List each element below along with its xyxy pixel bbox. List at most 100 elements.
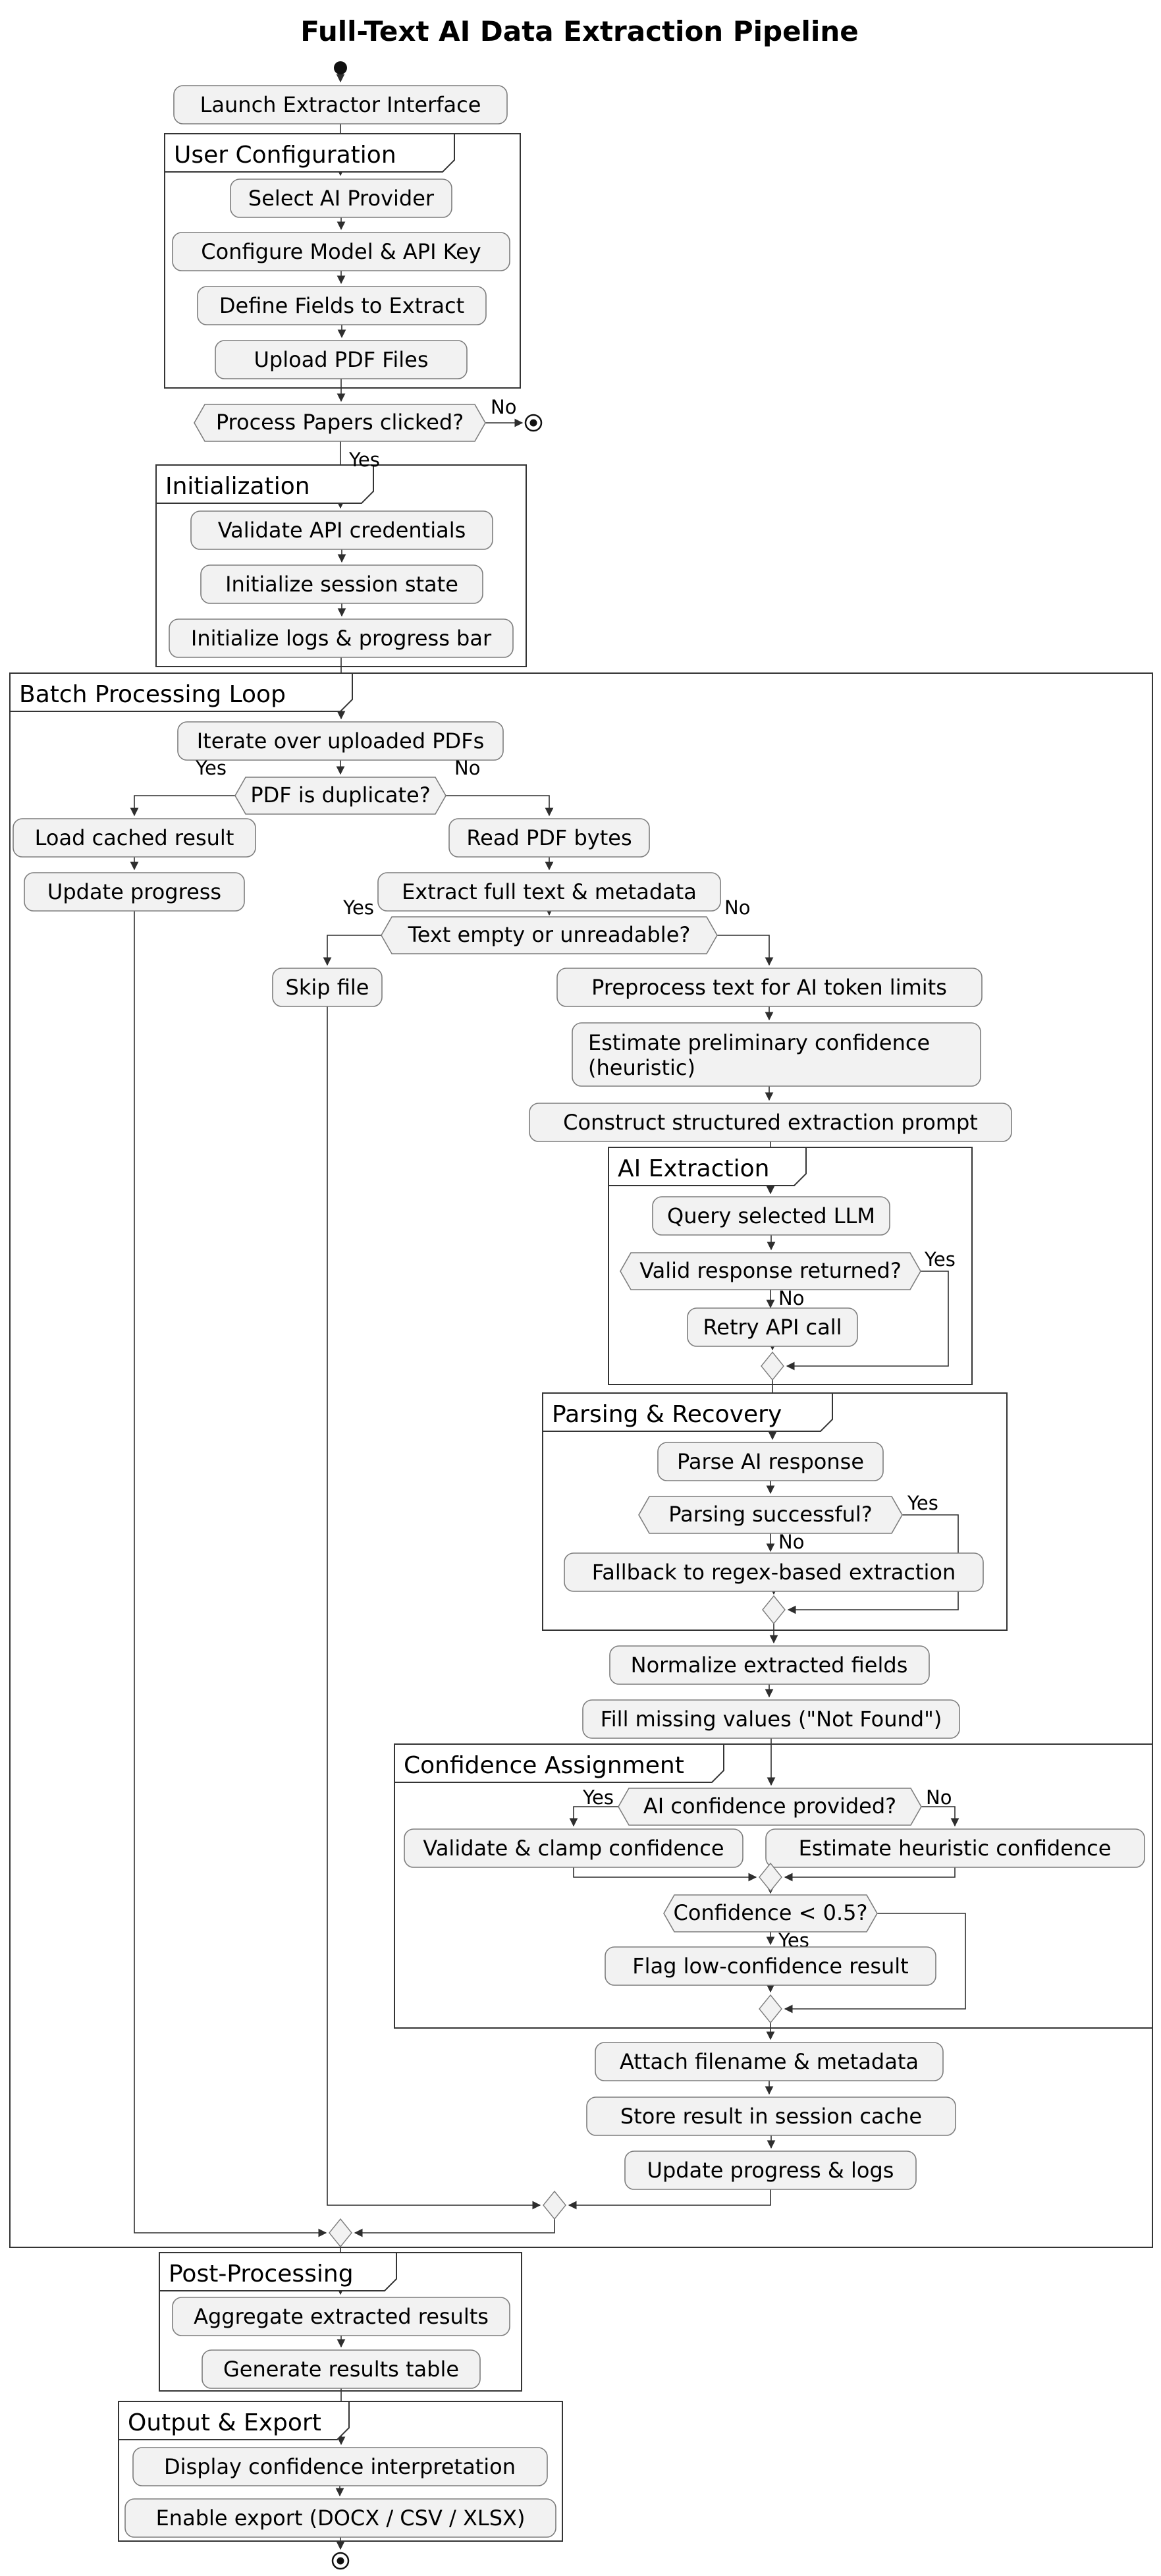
svg-text:Output & Export: Output & Export	[128, 2409, 321, 2436]
svg-text:Valid response returned?: Valid response returned?	[639, 1258, 902, 1283]
node-launch-extractor: Launch Extractor Interface	[173, 85, 508, 124]
node-update-progress: Update progress	[24, 872, 245, 912]
svg-text:Confidence < 0.5?: Confidence < 0.5?	[674, 1900, 868, 1925]
svg-text:Process Papers clicked?: Process Papers clicked?	[216, 410, 464, 435]
partition-parsing-recovery: Parsing & Recovery	[542, 1392, 1008, 1631]
node-read-pdf-bytes: Read PDF bytes	[448, 818, 650, 858]
end-node-final	[331, 2552, 350, 2570]
svg-text:Retry API call: Retry API call	[703, 1315, 842, 1340]
svg-text:Construct structured extractio: Construct structured extraction prompt	[563, 1110, 978, 1135]
svg-text:Fallback to regex-based extrac: Fallback to regex-based extraction	[592, 1560, 956, 1585]
svg-text:Update progress & logs: Update progress & logs	[647, 2158, 894, 2183]
start-node	[334, 61, 347, 74]
edge-label-yes-process: Yes	[348, 449, 380, 471]
decision-pdf-is-duplicate: PDF is duplicate?	[234, 777, 446, 815]
decision-process-papers-clicked: Process Papers clicked?	[194, 404, 486, 442]
svg-text:Validate API credentials: Validate API credentials	[218, 518, 466, 543]
svg-text:Normalize extracted fields: Normalize extracted fields	[631, 1653, 908, 1678]
edge-label-no-process: No	[491, 396, 516, 418]
merge-diamond-parsing	[762, 1595, 786, 1625]
svg-text:Query selected LLM: Query selected LLM	[667, 1203, 875, 1228]
svg-text:Flag low-confidence result: Flag low-confidence result	[632, 1954, 908, 1979]
decision-parsing-successful: Parsing successful?	[638, 1496, 903, 1534]
svg-text:Estimate preliminary confidenc: Estimate preliminary confidence	[588, 1030, 930, 1055]
edge-label-yes-ai-confidence: Yes	[582, 1786, 614, 1809]
edge-label-no-duplicate: No	[454, 757, 480, 779]
svg-text:Aggregate extracted results: Aggregate extracted results	[194, 2304, 489, 2329]
svg-text:Load cached result: Load cached result	[35, 825, 234, 850]
svg-text:Enable export (DOCX / CSV / XL: Enable export (DOCX / CSV / XLSX)	[156, 2506, 526, 2531]
node-query-selected-llm: Query selected LLM	[652, 1196, 890, 1236]
partition-batch-processing-loop: Batch Processing Loop	[9, 672, 1153, 2248]
svg-text:Estimate heuristic confidence: Estimate heuristic confidence	[799, 1836, 1112, 1861]
partition-output-export: Output & Export	[118, 2401, 563, 2542]
partition-user-configuration: User Configuration	[164, 133, 521, 389]
node-parse-ai-response: Parse AI response	[657, 1442, 884, 1481]
node-estimate-heuristic-confidence: Estimate heuristic confidence	[765, 1828, 1145, 1868]
svg-text:Upload PDF Files: Upload PDF Files	[254, 347, 428, 372]
svg-text:Parse AI response: Parse AI response	[677, 1449, 864, 1474]
svg-text:Text empty or unreadable?: Text empty or unreadable?	[408, 922, 691, 947]
svg-text:Preprocess text for AI token l: Preprocess text for AI token limits	[591, 975, 947, 1000]
merge-diamond-confidence-source	[759, 1862, 782, 1892]
merge-diamond-skip-join	[543, 2190, 566, 2220]
svg-text:Configure Model & API Key: Configure Model & API Key	[201, 239, 481, 264]
node-extract-full-text: Extract full text & metadata	[377, 872, 721, 912]
svg-text:Parsing successful?: Parsing successful?	[668, 1502, 873, 1527]
partition-post-processing: Post-Processing	[159, 2252, 522, 2392]
svg-text:Confidence Assignment: Confidence Assignment	[404, 1752, 684, 1779]
node-define-fields: Define Fields to Extract	[197, 286, 487, 325]
svg-text:Iterate over uploaded PDFs: Iterate over uploaded PDFs	[197, 728, 485, 754]
edge-label-no-valid-response: No	[778, 1287, 804, 1309]
svg-text:User Configuration: User Configuration	[174, 142, 396, 169]
partition-confidence-assignment: Confidence Assignment	[394, 1743, 1153, 2029]
decision-valid-response: Valid response returned?	[620, 1252, 921, 1290]
node-store-result-cache: Store result in session cache	[586, 2096, 956, 2136]
node-initialize-logs-progress: Initialize logs & progress bar	[169, 618, 514, 658]
svg-text:Batch Processing Loop: Batch Processing Loop	[19, 681, 286, 708]
partition-initialization: Initialization	[155, 464, 527, 667]
node-iterate-uploaded-pdfs: Iterate over uploaded PDFs	[177, 721, 504, 761]
merge-diamond-confidence-flag	[759, 1994, 782, 2024]
partition-ai-extraction: AI Extraction	[608, 1147, 973, 1385]
node-update-progress-logs: Update progress & logs	[624, 2151, 917, 2190]
edge-label-yes-empty: Yes	[342, 896, 374, 919]
node-enable-export: Enable export (DOCX / CSV / XLSX)	[124, 2498, 556, 2538]
svg-text:Display confidence interpretat: Display confidence interpretation	[164, 2454, 516, 2479]
node-select-ai-provider: Select AI Provider	[230, 178, 452, 218]
merge-diamond-loop-join	[329, 2218, 352, 2248]
svg-text:Fill missing values ("Not Foun: Fill missing values ("Not Found")	[601, 1707, 942, 1732]
svg-text:Parsing & Recovery: Parsing & Recovery	[552, 1401, 782, 1428]
svg-text:AI Extraction: AI Extraction	[618, 1155, 769, 1182]
svg-text:Initialize session state: Initialize session state	[225, 572, 458, 597]
diagram-title: Full-Text AI Data Extraction Pipeline	[300, 15, 858, 47]
node-fallback-regex: Fallback to regex-based extraction	[564, 1552, 984, 1592]
edge-label-no-parsing: No	[778, 1531, 804, 1553]
node-load-cached-result: Load cached result	[13, 818, 256, 858]
node-retry-api-call: Retry API call	[687, 1307, 858, 1347]
svg-text:Attach filename & metadata: Attach filename & metadata	[620, 2049, 919, 2074]
node-estimate-preliminary-confidence: Estimate preliminary confidence (heurist…	[572, 1022, 981, 1087]
node-aggregate-results: Aggregate extracted results	[172, 2297, 510, 2336]
node-initialize-session-state: Initialize session state	[200, 564, 483, 604]
node-fill-missing-values: Fill missing values ("Not Found")	[582, 1699, 960, 1739]
decision-text-empty-unreadable: Text empty or unreadable?	[381, 916, 718, 954]
edge-label-no-ai-confidence: No	[926, 1786, 952, 1809]
svg-text:Initialize logs & progress bar: Initialize logs & progress bar	[191, 626, 492, 651]
svg-text:Launch Extractor Interface: Launch Extractor Interface	[200, 92, 481, 117]
svg-text:Read PDF bytes: Read PDF bytes	[466, 825, 632, 850]
svg-text:Generate results table: Generate results table	[223, 2357, 459, 2382]
svg-text:Update progress: Update progress	[47, 879, 221, 904]
node-skip-file: Skip file	[272, 968, 383, 1007]
svg-text:Validate & clamp confidence: Validate & clamp confidence	[423, 1836, 724, 1861]
decision-confidence-below-threshold: Confidence < 0.5?	[663, 1894, 878, 1932]
edge-label-no-empty: No	[724, 896, 750, 919]
node-display-confidence-interpretation: Display confidence interpretation	[132, 2447, 548, 2486]
svg-text:Extract full text & metadata: Extract full text & metadata	[402, 879, 697, 904]
edges	[130, 74, 966, 2550]
end-node-no-branch	[524, 414, 543, 432]
svg-text:AI confidence provided?: AI confidence provided?	[643, 1794, 896, 1819]
node-upload-pdf-files: Upload PDF Files	[215, 340, 468, 379]
svg-text:PDF is duplicate?: PDF is duplicate?	[250, 782, 430, 808]
